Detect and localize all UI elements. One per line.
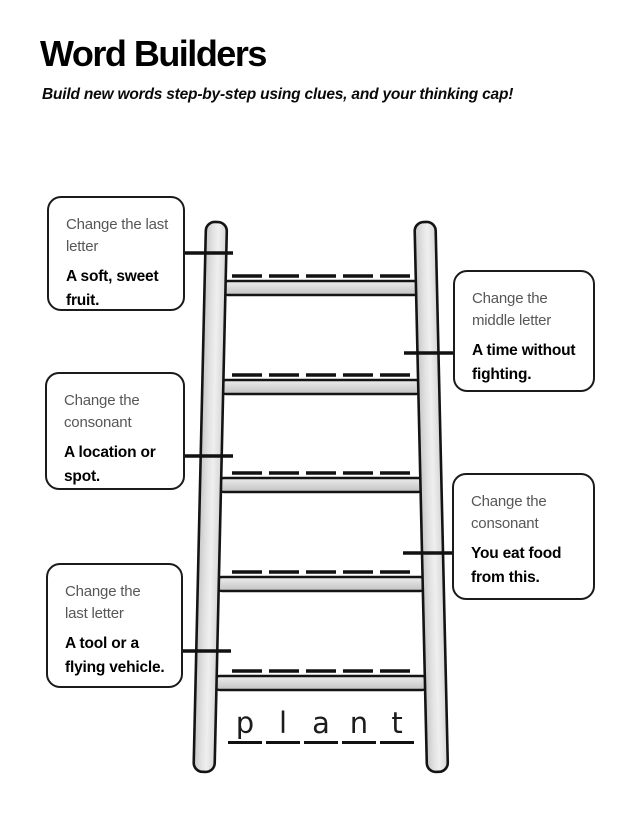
letter: n	[349, 706, 369, 740]
clue-box-3: Change the consonant A location or spot.	[45, 372, 185, 490]
clue-box-2: Change the middle letter A time without …	[453, 270, 595, 392]
clue-text: You eat food from this.	[471, 545, 562, 586]
clue-text: A time without fighting.	[472, 342, 576, 383]
clue-box-4: Change the consonant You eat food from t…	[452, 473, 595, 600]
letter: t	[391, 706, 403, 740]
clue-instruction: Change the consonant	[471, 493, 547, 533]
page-subtitle: Build new words step-by-step using clues…	[42, 86, 514, 103]
ladder-rung-4	[213, 575, 429, 593]
clue-text: A tool or a flying vehicle.	[65, 635, 165, 676]
ladder-rung-3	[215, 476, 427, 494]
letter-slot-1: p	[228, 698, 262, 744]
letter: l	[278, 706, 288, 740]
letter-slot-2: l	[266, 698, 300, 744]
ladder-rail-right	[413, 220, 450, 774]
ladder-rung-2	[217, 378, 425, 396]
clue-text: A location or spot.	[64, 444, 156, 485]
letter-slot-4: n	[342, 698, 376, 744]
letter: p	[235, 706, 255, 740]
ladder-rail-left	[192, 220, 229, 774]
clue-instruction: Change the last letter	[65, 583, 141, 623]
clue-box-5: Change the last letter A tool or a flyin…	[46, 563, 183, 688]
clue-instruction: Change the middle letter	[472, 290, 552, 330]
clue-text: A soft, sweet fruit.	[66, 268, 159, 309]
letter-slot-5: t	[380, 698, 414, 744]
page-title: Word Builders	[40, 33, 267, 74]
ladder-rung-5	[211, 674, 431, 692]
clue-instruction: Change the consonant	[64, 392, 140, 432]
letter-slot-3: a	[304, 698, 338, 744]
letter: a	[312, 706, 330, 740]
ladder-rung-1	[219, 279, 423, 297]
clue-instruction: Change the last letter	[66, 216, 169, 256]
clue-box-1: Change the last letter A soft, sweet fru…	[47, 196, 185, 311]
base-word-row: p l a n t	[228, 698, 414, 744]
